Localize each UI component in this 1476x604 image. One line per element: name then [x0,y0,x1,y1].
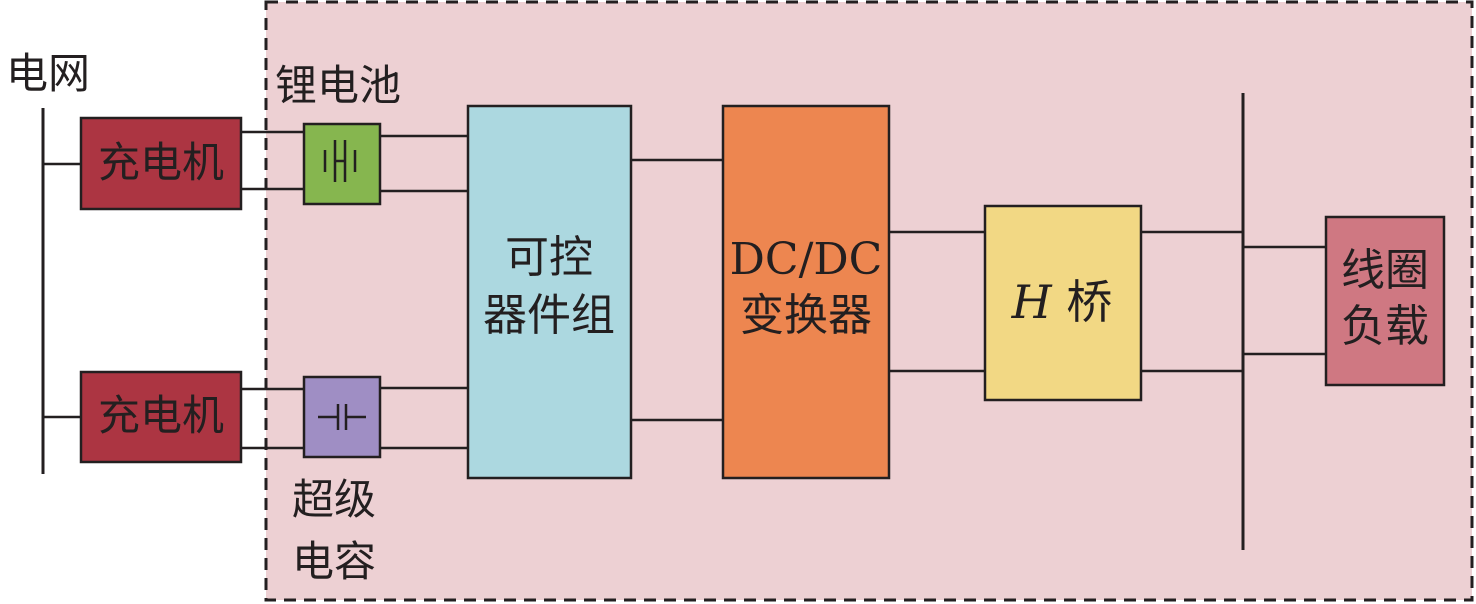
h-bridge-label-italic: H [1011,275,1053,329]
supercap-label-line2: 电容 [292,537,376,586]
h-bridge-label: H 桥 [1011,275,1113,329]
capacitor-icon [318,404,366,430]
battery-icon [323,140,357,182]
coil-label-line2: 负载 [1341,301,1429,352]
controllable-label-line2: 器件组 [483,290,615,341]
charger-top-label: 充电机 [98,138,224,187]
grid-label: 电网 [6,49,90,98]
coil-load-block [1324,215,1446,387]
charger-top-block [79,116,243,211]
charger-bottom-label: 充电机 [98,391,224,440]
coil-label-line1: 线圈 [1341,245,1429,296]
charger-bottom-block [79,370,243,464]
battery-block [302,122,382,206]
dcdc-label-line2: 变换器 [740,290,872,341]
dcdc-label-line1: DC/DC [730,234,883,285]
controllable-device-group-block [466,104,633,480]
supercap-label-line1: 超级 [292,475,376,524]
battery-label: 锂电池 [275,61,401,110]
supercap-block [302,375,382,459]
h-bridge-block [983,204,1143,402]
dcdc-converter-block [721,104,891,480]
h-bridge-label-text: 桥 [1052,275,1113,329]
controllable-label-line1: 可控 [505,232,593,283]
